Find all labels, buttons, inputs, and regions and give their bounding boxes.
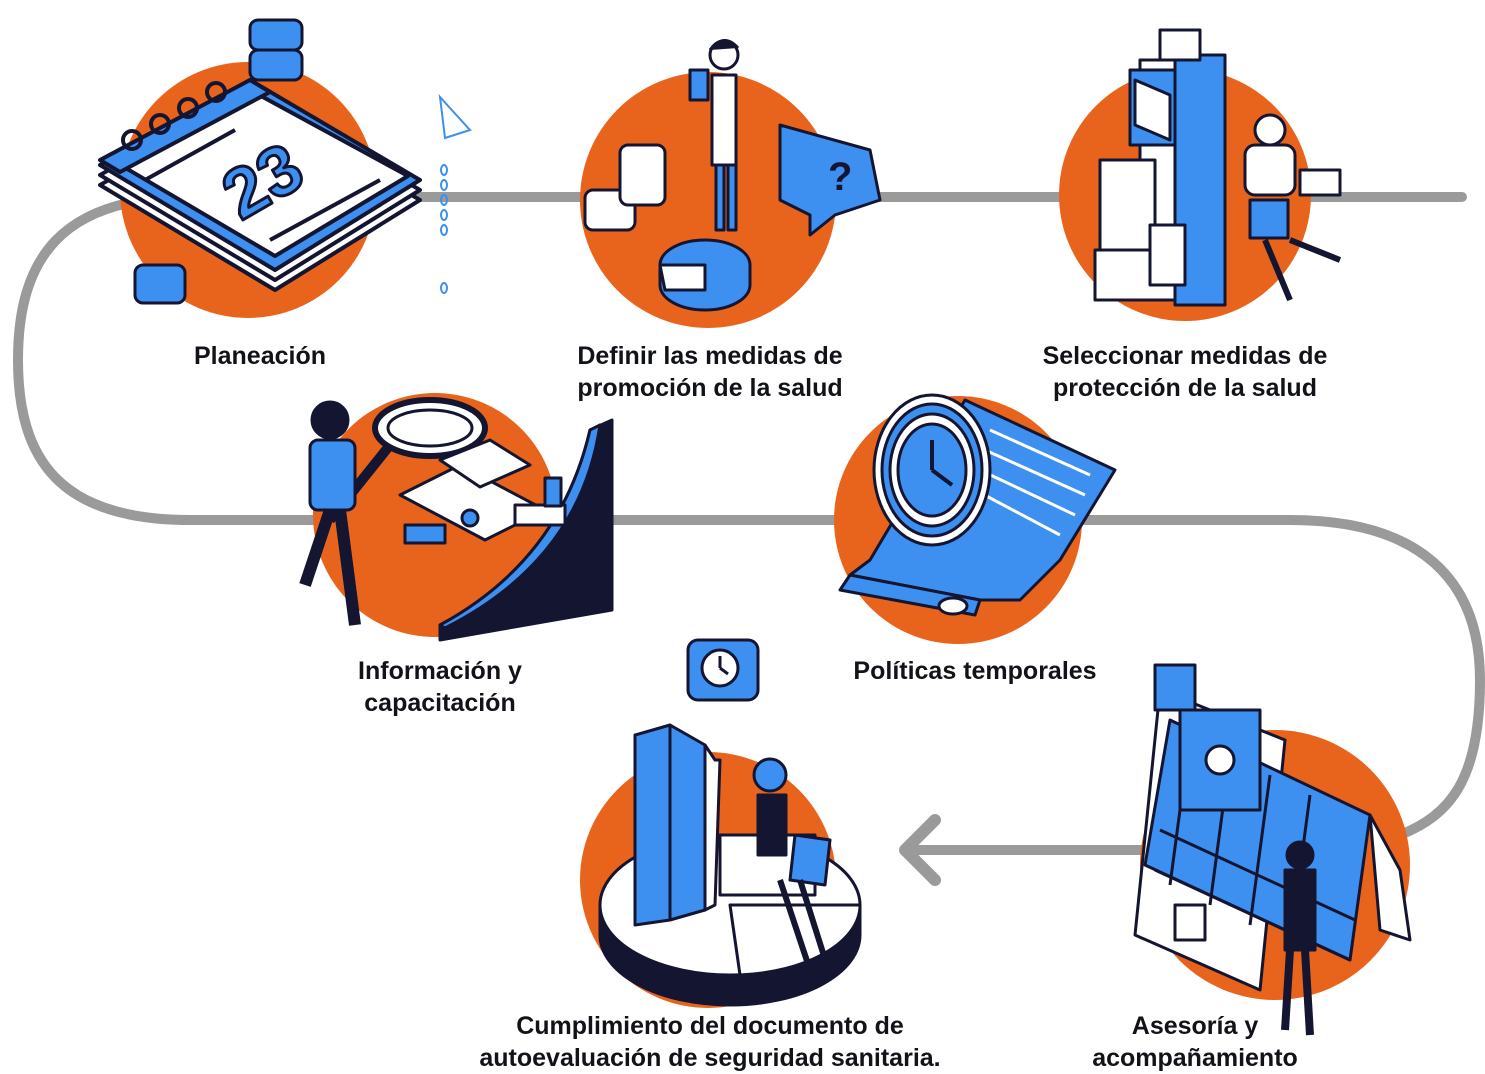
step-label-line: capacitación — [364, 689, 516, 717]
step-label-seleccionar: Seleccionar medidas de protección de la … — [1005, 340, 1365, 404]
step-circle-definir — [580, 72, 836, 328]
doctor-icon: ? — [583, 39, 882, 312]
step-label-line: Seleccionar medidas de — [1042, 342, 1328, 370]
step-label-line: Políticas temporales — [853, 657, 1097, 685]
clock-document-icon — [838, 393, 1117, 617]
process-path — [13, 192, 1485, 855]
step-label-line: promoción de la salud — [577, 374, 843, 402]
step-label-line: acompañamiento — [1092, 1044, 1298, 1072]
decorative-dots-icon — [438, 94, 472, 294]
server-robot-icon — [1093, 28, 1342, 307]
magnifier-icon — [299, 397, 614, 642]
step-label-line: protección de la salud — [1053, 374, 1317, 402]
arrow-head-icon — [899, 814, 941, 886]
step-label-informacion: Información y capacitación — [325, 655, 555, 719]
step-label-line: Cumplimiento del documento de — [516, 1012, 904, 1040]
step-label-asesoria: Asesoría y acompañamiento — [1070, 1010, 1320, 1074]
step-label-line: Información y — [358, 657, 522, 685]
svg-text:?: ? — [828, 155, 852, 199]
step-label-line: Planeación — [194, 342, 326, 370]
calendar-board-icon — [1133, 663, 1412, 1036]
step-label-planeacion: Planeación — [160, 340, 360, 372]
cube-icon — [133, 18, 304, 305]
step-label-line: Definir las medidas de — [577, 342, 843, 370]
calendar-icon: 23 — [98, 78, 422, 292]
pie-chart-person-icon — [598, 638, 862, 1007]
step-label-politicas: Políticas temporales — [820, 655, 1130, 687]
step-label-cumplimiento: Cumplimiento del documento de autoevalua… — [430, 1010, 990, 1074]
step-label-definir: Definir las medidas de promoción de la s… — [530, 340, 890, 404]
step-label-line: autoevaluación de seguridad sanitaria. — [479, 1044, 941, 1072]
step-label-line: Asesoría y — [1131, 1012, 1259, 1040]
